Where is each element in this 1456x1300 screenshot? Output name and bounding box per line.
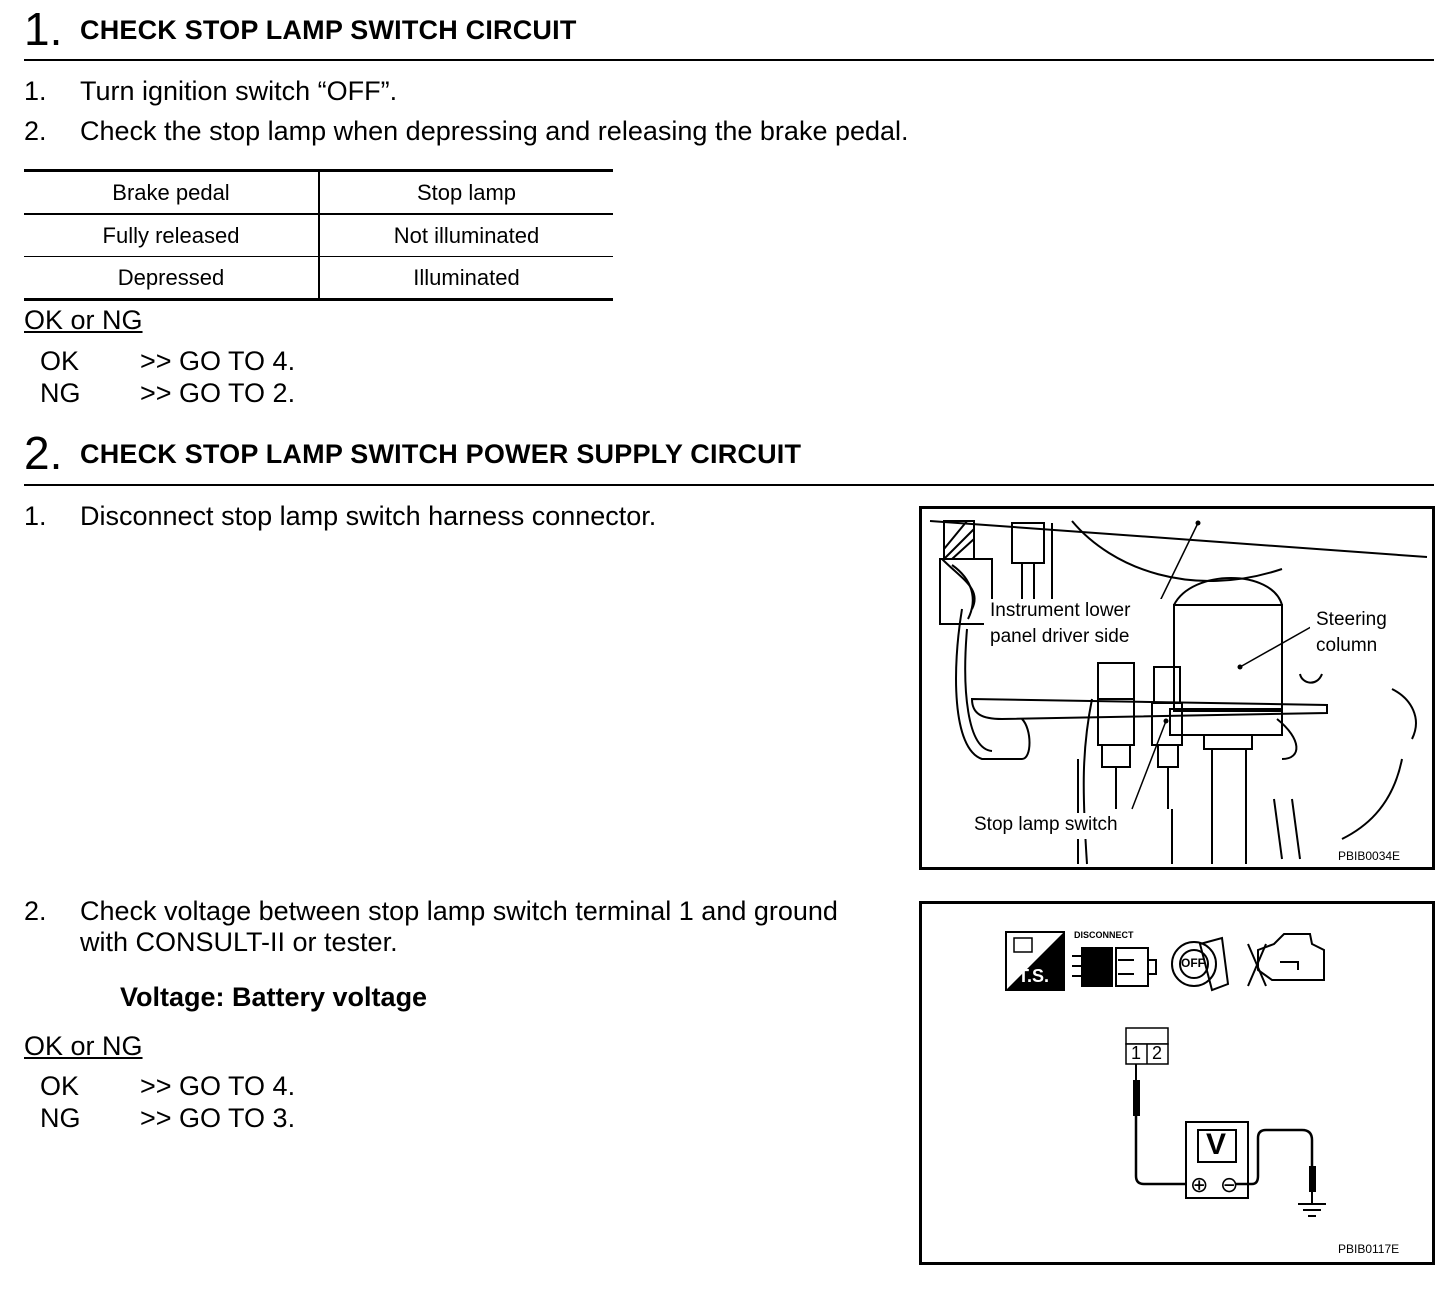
voltage-check-diagram: [1005, 931, 1326, 1217]
table-cell: Not illuminated: [319, 214, 613, 257]
label-instrument-panel-line1: Instrument lower: [990, 600, 1131, 621]
section-2-rule: [24, 484, 1434, 486]
result-key: OK: [40, 346, 80, 376]
result-action: >> GO TO 4.: [140, 1071, 296, 1101]
ok-or-ng-label: OK or NG: [24, 1031, 143, 1061]
step-number: 2.: [24, 116, 47, 146]
meter-minus-terminal: ⊖: [1220, 1172, 1239, 1197]
label-stop-lamp-switch: Stop lamp switch: [974, 814, 1118, 835]
label-instrument-panel-line2: panel driver side: [990, 626, 1130, 647]
ignition-key-icon: [1171, 936, 1230, 992]
disconnect-icon-text: DISCONNECT: [1074, 930, 1134, 940]
result-ok: OK >> GO TO 4.: [40, 345, 440, 377]
connector-terminal-1: 1: [1131, 1043, 1142, 1063]
figure-code: PBIB0034E: [1338, 849, 1401, 863]
step-text-line-1: Check voltage between stop lamp switch t…: [80, 896, 838, 926]
voltage-check-figure: T.S. DISCONNECT OFF 1 2 V ⊕ ⊖ PBIB0117E: [919, 901, 1435, 1265]
result-action: >> GO TO 3.: [140, 1103, 296, 1133]
table-header-cell: Stop lamp: [319, 170, 613, 215]
key-off-text: OFF: [1181, 956, 1205, 970]
result-ok: OK >> GO TO 4.: [40, 1070, 440, 1102]
engine-off-icon: [1247, 933, 1325, 987]
ts-icon: [1005, 931, 1065, 991]
section-1-step-2: 2. Check the stop lamp when depressing a…: [24, 116, 1024, 147]
section-2-number: 2.: [24, 427, 63, 479]
location-illustration: [929, 520, 1428, 865]
table-header-cell: Brake pedal: [24, 170, 320, 215]
table-header-row: Brake pedal Stop lamp: [24, 170, 613, 215]
ts-icon-text: T.S.: [1018, 966, 1050, 986]
step-number: 1.: [24, 501, 47, 531]
section-1-step-1: 1. Turn ignition switch “OFF”.: [24, 76, 1024, 107]
section-1-rule: [24, 59, 1434, 61]
label-steering-line2: column: [1316, 635, 1378, 656]
step-text: Check the stop lamp when depressing and …: [80, 116, 909, 146]
section-2-step-2: 2. Check voltage between stop lamp switc…: [24, 896, 904, 960]
result-action: >> GO TO 2.: [140, 378, 296, 408]
figure-code: PBIB0117E: [1338, 1242, 1400, 1256]
table-cell: Depressed: [24, 256, 320, 300]
result-action: >> GO TO 4.: [140, 346, 296, 376]
section-2-title: CHECK STOP LAMP SWITCH POWER SUPPLY CIRC…: [80, 439, 802, 469]
result-key: OK: [40, 1071, 80, 1101]
result-ng: NG >> GO TO 2.: [40, 377, 440, 409]
step-text: Turn ignition switch “OFF”.: [80, 76, 398, 106]
section-1-title: CHECK STOP LAMP SWITCH CIRCUIT: [80, 15, 577, 45]
stop-lamp-table: Brake pedal Stop lamp Fully released Not…: [24, 169, 613, 301]
section-1-number: 1.: [24, 3, 63, 55]
table-row: Depressed Illuminated: [24, 256, 613, 300]
result-ng: NG >> GO TO 3.: [40, 1102, 440, 1134]
table-cell: Illuminated: [413, 264, 520, 290]
result-key: NG: [40, 1103, 81, 1133]
label-steering-line1: Steering: [1316, 609, 1387, 630]
stop-lamp-switch-location-figure: Instrument lower panel driver side Steer…: [919, 506, 1435, 870]
voltage-spec: Voltage: Battery voltage: [120, 982, 428, 1012]
step-text-line-2: with CONSULT-II or tester.: [80, 927, 398, 957]
section-2-step-1: 1. Disconnect stop lamp switch harness c…: [24, 501, 884, 532]
step-text: Disconnect stop lamp switch harness conn…: [80, 501, 657, 531]
meter-plus-terminal: ⊕: [1190, 1172, 1209, 1197]
voltmeter-label: V: [1206, 1128, 1227, 1161]
result-key: NG: [40, 378, 81, 408]
disconnect-icon: [1072, 947, 1157, 987]
step-number: 2.: [24, 896, 47, 926]
table-row: Fully released Not illuminated: [24, 214, 613, 257]
ok-or-ng-label: OK or NG: [24, 305, 143, 335]
connector-terminal-2: 2: [1152, 1043, 1163, 1063]
step-number: 1.: [24, 76, 47, 106]
table-cell: Fully released: [24, 214, 320, 257]
